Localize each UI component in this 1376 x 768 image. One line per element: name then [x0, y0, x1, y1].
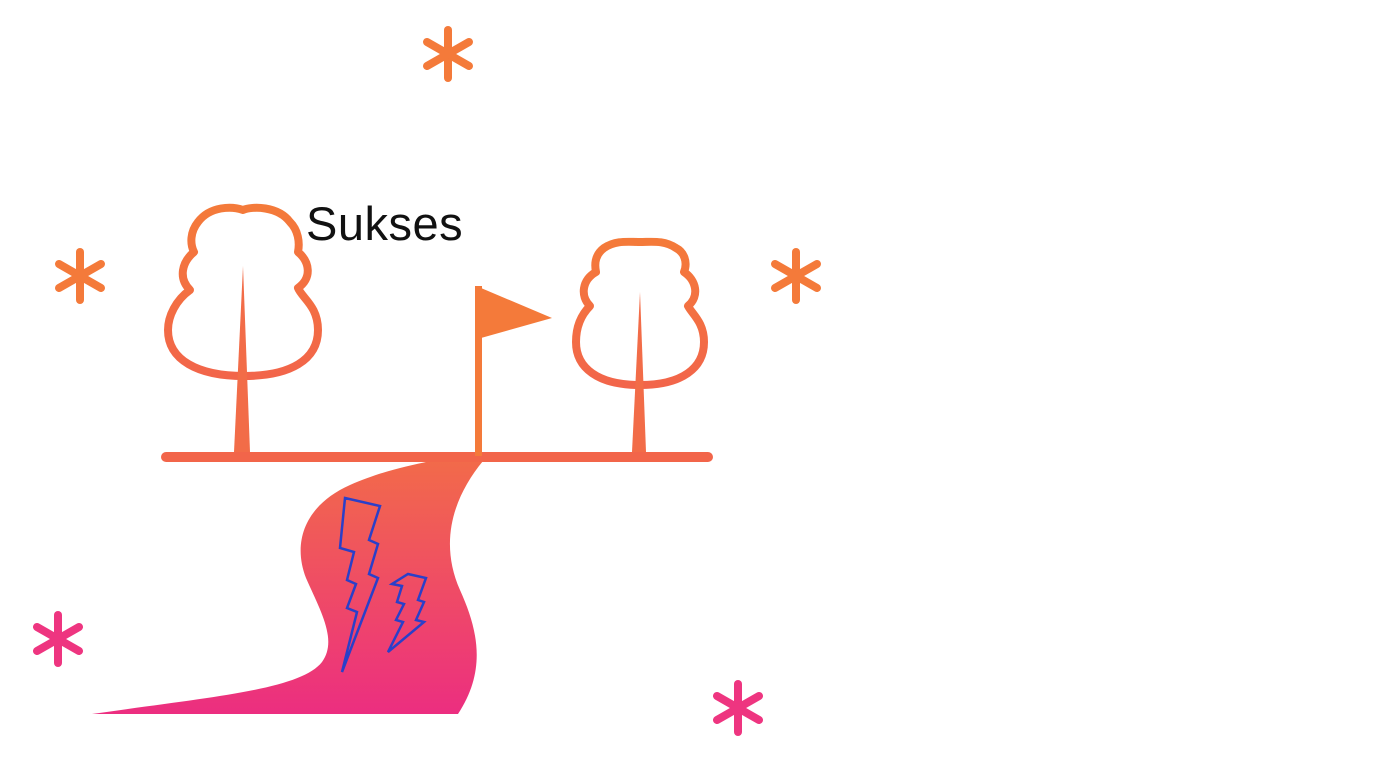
path-road [92, 461, 483, 714]
tree-icon-right [572, 237, 708, 452]
flag-icon [475, 286, 552, 456]
lightning-bolt-icon [338, 496, 428, 673]
asterisk-icon-bottom-left [33, 611, 83, 667]
success-label: Sukses [306, 197, 464, 250]
asterisk-icon-bottom-right [713, 680, 763, 736]
tree-icon-left [164, 203, 322, 452]
asterisk-icon-top [423, 26, 473, 82]
asterisk-icon-left [55, 248, 105, 304]
asterisk-icon-right [771, 248, 821, 304]
